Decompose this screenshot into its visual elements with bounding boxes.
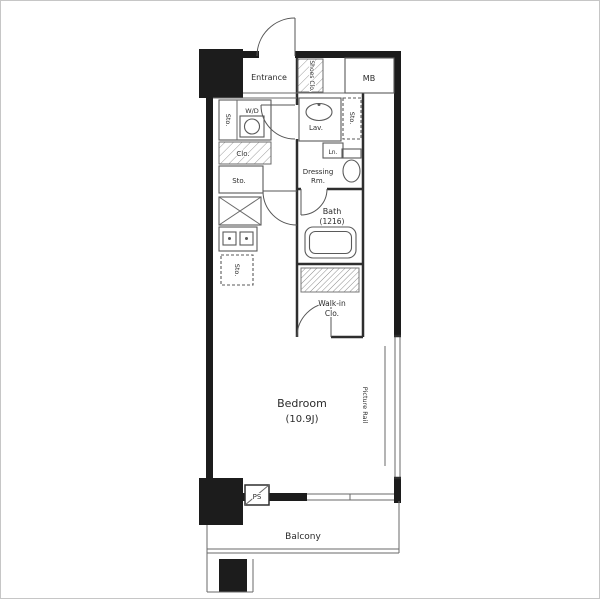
washer-drum-icon (243, 118, 261, 135)
entrance-label: Entrance (251, 73, 287, 82)
storage-right-box (342, 97, 362, 140)
kitchen (218, 196, 262, 286)
corridor-door-arc (262, 190, 298, 226)
bedroom (244, 346, 386, 506)
closet-box (218, 141, 272, 165)
lavatory-label: Lav. (309, 124, 323, 132)
wall-left (206, 98, 213, 478)
left-utility-column (218, 99, 272, 194)
kitchen-sink-cross-2 (218, 196, 262, 226)
toilet-bowl (342, 159, 361, 183)
storage-kitchen-label: Sto. (233, 264, 241, 277)
labels: Entrance Shoes Clo. MB Sto. W/D Lav. Sto… (223, 59, 376, 543)
lavatory-counter (298, 97, 342, 142)
dressing-door-arc (260, 104, 296, 140)
meter-box (344, 57, 395, 94)
washer-dryer-label: W/D (245, 107, 259, 115)
column-bottom-left (199, 478, 243, 525)
washer-pan (239, 115, 265, 138)
meter-box-label: MB (363, 74, 375, 83)
balcony-zone (206, 501, 400, 593)
dressing-room-label-2: Rm. (311, 177, 325, 185)
lavatory-faucet-dot (317, 103, 321, 106)
stove-burner-left (222, 231, 237, 246)
wall-top-left-segment (243, 51, 259, 58)
dressing-room-label-1: Dressing (303, 168, 334, 176)
storage-kitchen-box (220, 254, 254, 286)
walkin-closet (300, 267, 360, 293)
shoes-closet-box (297, 58, 324, 93)
bath-label-1: Bath (323, 207, 342, 216)
storage-top-label: Sto. (224, 114, 232, 127)
stove-burner-right (239, 231, 254, 246)
bathtub (304, 226, 357, 259)
column-top-left (199, 49, 243, 98)
picture-rail-label: Picture Rail (361, 387, 369, 424)
wall-right-lower (394, 478, 401, 503)
bathtub-inner (308, 230, 353, 255)
stove-box (218, 226, 258, 252)
entrance-zone (297, 57, 395, 94)
pipe-space-label: PS (253, 493, 262, 501)
storage-mid-label: Sto. (232, 177, 246, 185)
walkin-label-2: Clo. (325, 309, 339, 318)
storage-wd-box (218, 99, 272, 141)
toilet-tank (341, 148, 362, 159)
kitchen-sink-box (218, 196, 262, 226)
balcony-label: Balcony (285, 532, 321, 542)
storage-mid-box (218, 165, 264, 194)
closet-label: Clo. (236, 150, 249, 158)
dressing-room (298, 97, 362, 183)
pipe-space-diagonal (244, 484, 270, 506)
wall-right-upper (394, 58, 401, 336)
entrance-door-arc (256, 17, 296, 57)
structure-walls (199, 49, 401, 525)
bathroom (304, 226, 357, 259)
stove-burner-right-dot (245, 237, 248, 240)
interior-partitions (213, 58, 394, 339)
walkin-label-1: Walk-in (318, 299, 346, 308)
lavatory-basin (305, 102, 333, 122)
linen-box (322, 142, 344, 159)
windows (307, 334, 401, 501)
bath-label-2: (1216) (320, 217, 345, 226)
stove-burner-left-dot (228, 237, 231, 240)
bedroom-label-2: (10.9J) (285, 414, 318, 425)
wall-bottom-left-segment (243, 493, 307, 501)
storage-right-label: Sto. (348, 112, 356, 125)
shoes-closet-label: Shoes Clo. (308, 60, 315, 91)
column-below-balcony (219, 559, 247, 592)
bedroom-label-1: Bedroom (277, 397, 327, 410)
wall-top-right-segment (295, 51, 401, 58)
linen-label: Ln. (328, 149, 337, 156)
bath-door-arc (300, 188, 328, 216)
walkin-shelf-hatch (300, 267, 360, 293)
walkin-door-arc (296, 302, 332, 338)
